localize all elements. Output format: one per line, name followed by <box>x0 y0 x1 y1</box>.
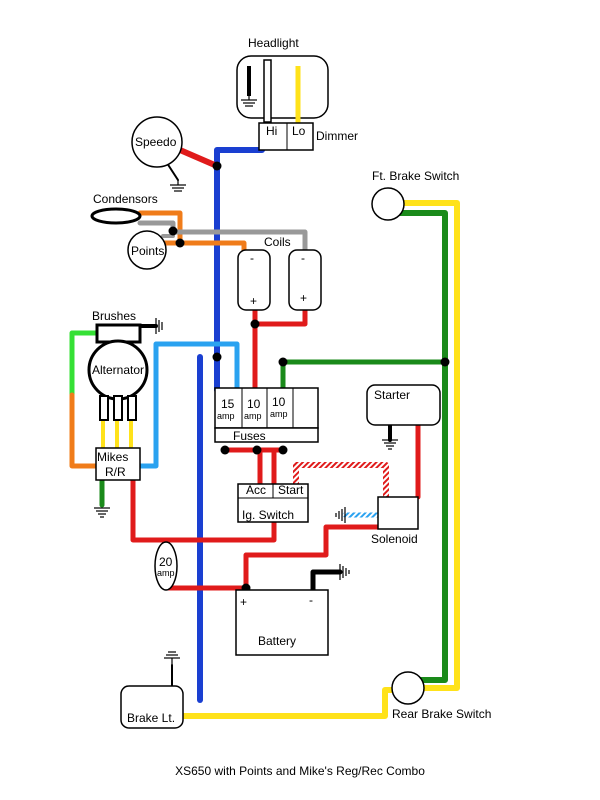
speedo: Speedo <box>131 116 186 192</box>
wire-yellow-ft-brake <box>395 200 460 691</box>
coils: Coils - + - + <box>237 235 322 311</box>
wire-red-inline-fuse <box>163 537 249 591</box>
ig-switch-label: Ig. Switch <box>242 508 294 522</box>
coil2-plus: + <box>300 291 307 305</box>
wire-green-bus <box>280 359 448 391</box>
wire-red-coil2 <box>252 302 308 327</box>
fuses-label: Fuses <box>233 429 266 443</box>
solenoid: Solenoid <box>335 496 419 546</box>
wires <box>69 147 460 719</box>
fuse2-value: 10 <box>247 397 261 411</box>
rear-brake-switch: Rear Brake Switch <box>391 671 491 721</box>
dimmer-label: Dimmer <box>316 129 358 143</box>
coils-label: Coils <box>264 235 291 249</box>
ground-icon <box>155 318 163 334</box>
wire-red-fuse-bus <box>222 447 286 487</box>
diagram-title: XS650 with Points and Mike's Reg/Rec Com… <box>175 764 425 778</box>
acc-label: Acc <box>246 483 266 497</box>
wire-red-battery <box>243 524 381 591</box>
wire-start-solenoid <box>293 462 389 500</box>
rear-brake-switch-label: Rear Brake Switch <box>392 707 491 721</box>
alternator: Alternator <box>87 339 149 421</box>
wire-yellow-stator <box>101 418 133 450</box>
battery-minus: - <box>309 593 313 607</box>
ground-icon <box>241 96 257 107</box>
wire-black-battery-neg <box>310 569 343 593</box>
brushes-label: Brushes <box>92 309 136 323</box>
start-label: Start <box>278 483 304 497</box>
fuse1-unit: amp <box>217 411 235 421</box>
regulator-rectifier: Mikes R/R <box>94 447 141 518</box>
wire-green-brushes <box>69 330 100 398</box>
starter-label: Starter <box>374 388 410 402</box>
battery-label: Battery <box>258 634 296 648</box>
wire-red-rr <box>130 477 277 543</box>
dimmer-lo-label: Lo <box>292 124 306 138</box>
fuse-box: 15 amp 10 amp 10 amp Fuses <box>214 387 319 443</box>
wire-red-speedo <box>177 147 220 169</box>
ignition-switch: Acc Start Ig. Switch <box>237 483 309 523</box>
junction-dots <box>168 161 450 593</box>
headlight-label: Headlight <box>248 36 299 50</box>
condensors-label: Condensors <box>93 192 158 206</box>
fuse3-unit: amp <box>270 409 288 419</box>
battery: + - Battery <box>235 564 350 656</box>
condensors: Condensors <box>90 192 158 225</box>
coil2-minus: - <box>301 251 305 265</box>
ground-icon <box>382 439 398 450</box>
alternator-label: Alternator <box>92 363 144 377</box>
wire-blue-main <box>214 147 265 393</box>
solenoid-label: Solenoid <box>371 532 418 546</box>
coil1-minus: - <box>250 251 254 265</box>
dimmer-hi-label: Hi <box>266 124 277 138</box>
starter: Starter <box>366 384 441 450</box>
front-brake-switch: Ft. Brake Switch <box>371 169 459 221</box>
fuse2-unit: amp <box>244 411 262 421</box>
rr-label-line1: Mikes <box>97 450 128 464</box>
ground-icon <box>164 651 180 665</box>
ground-icon <box>339 564 350 580</box>
ground-icon <box>170 180 186 192</box>
points: Points <box>127 230 167 270</box>
fuse3-value: 10 <box>272 395 286 409</box>
headlight: Headlight <box>236 36 329 124</box>
inline-fuse: 20 amp <box>154 541 178 591</box>
dimmer-switch: Hi Lo Dimmer <box>258 122 358 151</box>
wire-yellow-brake-light <box>180 687 398 719</box>
brake-lt-label: Brake Lt. <box>127 711 175 725</box>
ft-brake-switch-label: Ft. Brake Switch <box>372 169 459 183</box>
ground-icon <box>335 507 346 523</box>
points-label: Points <box>131 244 164 258</box>
fuse1-value: 15 <box>221 397 235 411</box>
coil1-plus: + <box>250 294 257 308</box>
battery-plus: + <box>240 595 247 609</box>
brake-light: Brake Lt. <box>120 651 184 729</box>
speedo-label: Speedo <box>135 135 177 149</box>
ground-icon <box>94 507 110 518</box>
inline-fuse-value: 20 <box>159 555 173 569</box>
wire-orange-alternator <box>69 392 99 469</box>
rr-label-line2: R/R <box>105 465 126 479</box>
inline-fuse-unit: amp <box>157 568 175 578</box>
wire-light-blue <box>137 341 240 469</box>
wire-green-brake <box>395 210 448 683</box>
